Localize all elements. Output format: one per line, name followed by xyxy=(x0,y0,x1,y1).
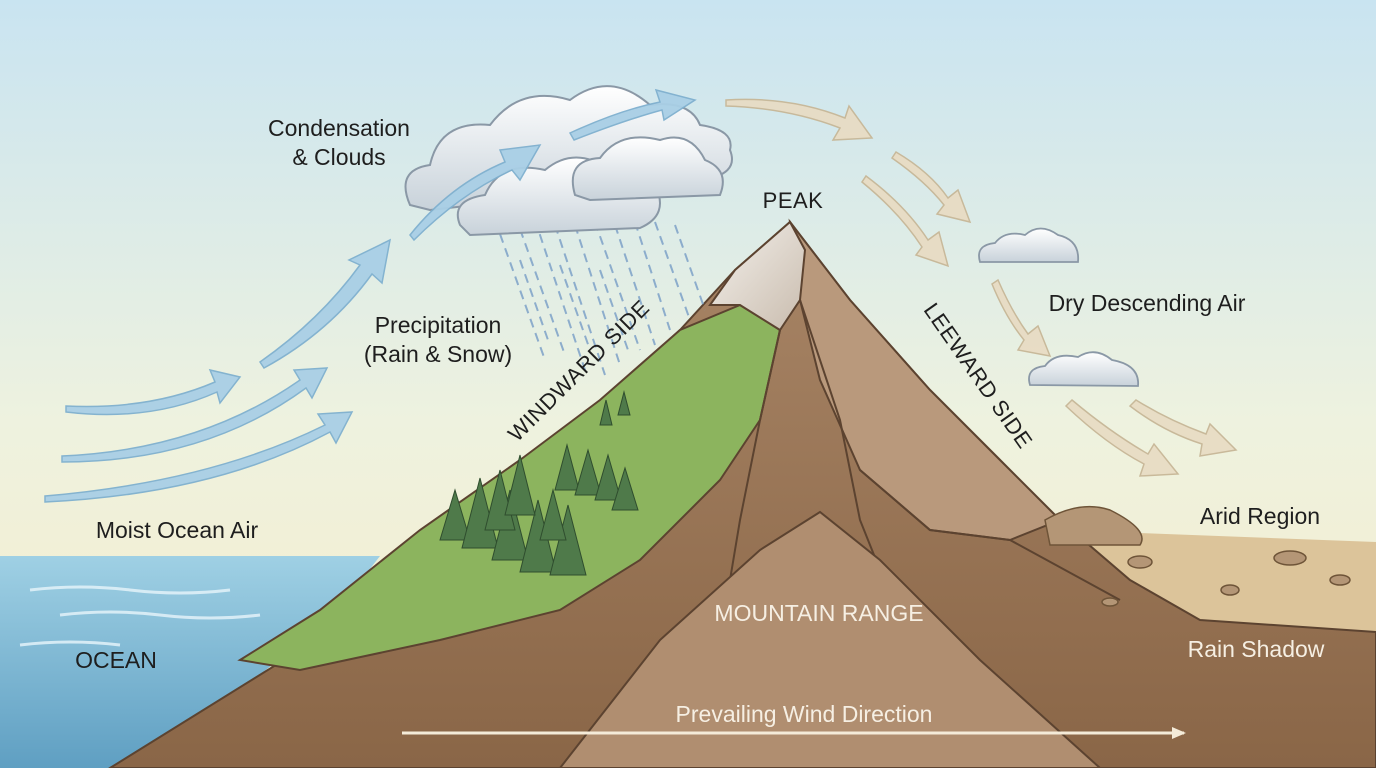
moist-air-arrow xyxy=(61,367,329,463)
small-clouds xyxy=(978,227,1139,387)
prevailing-wind-label: Prevailing Wind Direction xyxy=(676,701,933,727)
moist-air-arrow xyxy=(409,144,542,242)
precipitation-label-line2: (Rain & Snow) xyxy=(364,341,512,367)
arid-rocks xyxy=(1044,505,1351,607)
dry-air-arrow xyxy=(860,174,950,268)
ocean-label: OCEAN xyxy=(75,647,157,673)
snow-cap xyxy=(708,220,807,332)
dry-air-arrow xyxy=(1064,398,1180,477)
rain-shadow-label: Rain Shadow xyxy=(1188,636,1325,662)
moist-air-arrows xyxy=(44,88,697,503)
dry-air-arrow xyxy=(725,98,874,141)
precipitation-label-line1: Precipitation xyxy=(375,312,502,338)
rain-streaks xyxy=(494,214,706,376)
dry-air-arrow xyxy=(890,150,972,224)
moist-air-arrow xyxy=(44,411,354,503)
arid-region-label: Arid Region xyxy=(1200,503,1320,529)
condensation-label-line2: & Clouds xyxy=(292,144,385,170)
dry-air-arrow xyxy=(1128,399,1238,457)
condensation-label-line1: Condensation xyxy=(268,115,410,141)
moist-air-arrow xyxy=(568,88,697,141)
mountain-range-label: MOUNTAIN RANGE xyxy=(714,600,923,626)
ocean-waves xyxy=(19,585,261,647)
peak-label: PEAK xyxy=(763,188,824,213)
dry-air-arrows xyxy=(725,98,1238,477)
dry-air-arrow xyxy=(991,278,1052,357)
dry-descending-air-label: Dry Descending Air xyxy=(1049,290,1246,316)
moist-air-arrow xyxy=(65,368,242,416)
ocean-water xyxy=(0,556,380,768)
moist-air-arrow xyxy=(258,238,392,369)
forest xyxy=(439,390,639,576)
inner-hill xyxy=(558,510,1102,768)
moist-ocean-air-label: Moist Ocean Air xyxy=(96,517,259,543)
